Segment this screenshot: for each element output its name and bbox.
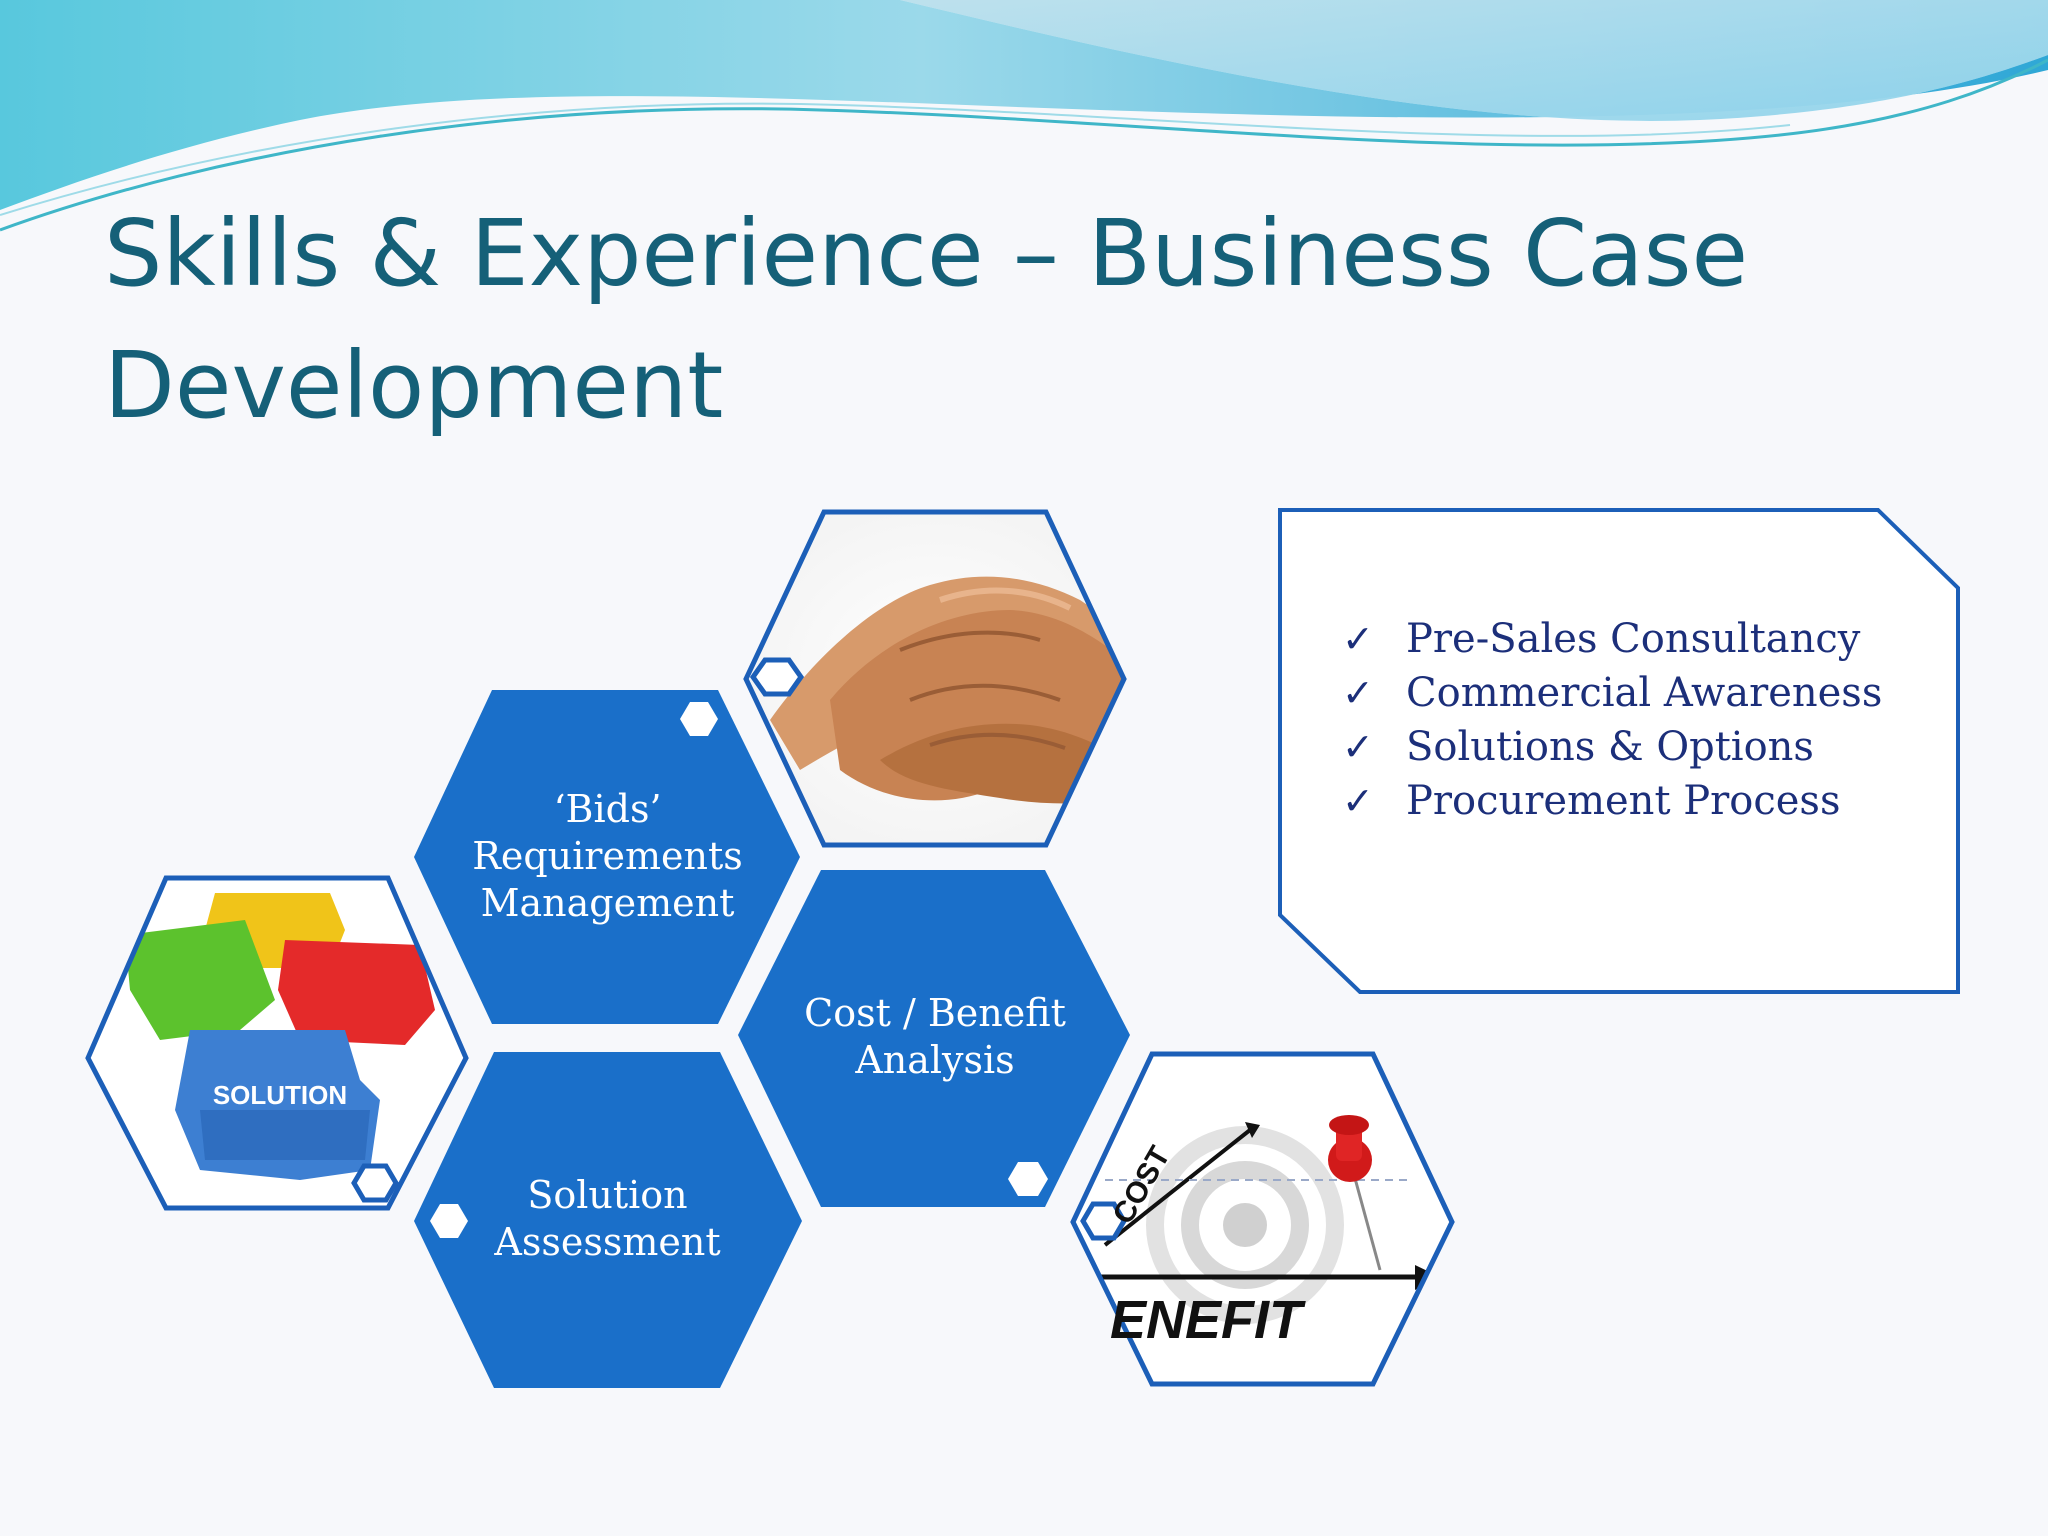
cost-benefit-chart-image [1070, 1051, 1455, 1387]
check-icon: ✓ [1342, 779, 1374, 823]
list-item-label: Procurement Process [1406, 778, 1841, 824]
check-icon: ✓ [1342, 617, 1374, 661]
puzzle-solution-label: SOLUTION [213, 1080, 347, 1110]
list-item: ✓ Commercial Awareness [1336, 666, 1882, 720]
list-item: ✓ Pre-Sales Consultancy [1336, 612, 1882, 666]
slide-title: Skills & Experience – Business Case Deve… [104, 188, 1904, 452]
hex-label-cost-benefit: Cost / Benefit Analysis [804, 991, 1066, 1082]
check-icon: ✓ [1342, 671, 1374, 715]
hex-marker [430, 1204, 468, 1238]
list-item-label: Commercial Awareness [1406, 670, 1883, 716]
hex-marker [680, 702, 718, 736]
hex-cost-benefit [738, 870, 1130, 1207]
header-wave-decoration [0, 0, 2048, 232]
slide-title-line-2: Development [104, 332, 724, 439]
handshake-image [743, 509, 1127, 848]
hex-label-solution-assessment: Solution Assessment [494, 1173, 721, 1264]
check-icon: ✓ [1342, 725, 1374, 769]
list-item-label: Solutions & Options [1406, 724, 1814, 770]
puzzle-image [85, 875, 469, 1211]
hex-marker [749, 657, 805, 697]
list-item: ✓ Procurement Process [1336, 774, 1882, 828]
hex-label-bids: ‘Bids’ Requirements Management [472, 787, 743, 925]
hex-marker [351, 1163, 399, 1203]
chart-benefit-label: ENEFIT [1110, 1290, 1306, 1350]
callout-list: ✓ Pre-Sales Consultancy ✓ Commercial Aware… [1336, 612, 1882, 828]
hex-solution-assessment [414, 1052, 802, 1388]
hex-bids-requirements [414, 690, 800, 1024]
list-item: ✓ Solutions & Options [1336, 720, 1882, 774]
hex-marker [1080, 1201, 1127, 1241]
slide-title-line-1: Skills & Experience – Business Case [104, 200, 1749, 307]
list-item-label: Pre-Sales Consultancy [1406, 616, 1861, 662]
callout-box [1278, 508, 1960, 994]
hex-marker [1008, 1162, 1048, 1196]
